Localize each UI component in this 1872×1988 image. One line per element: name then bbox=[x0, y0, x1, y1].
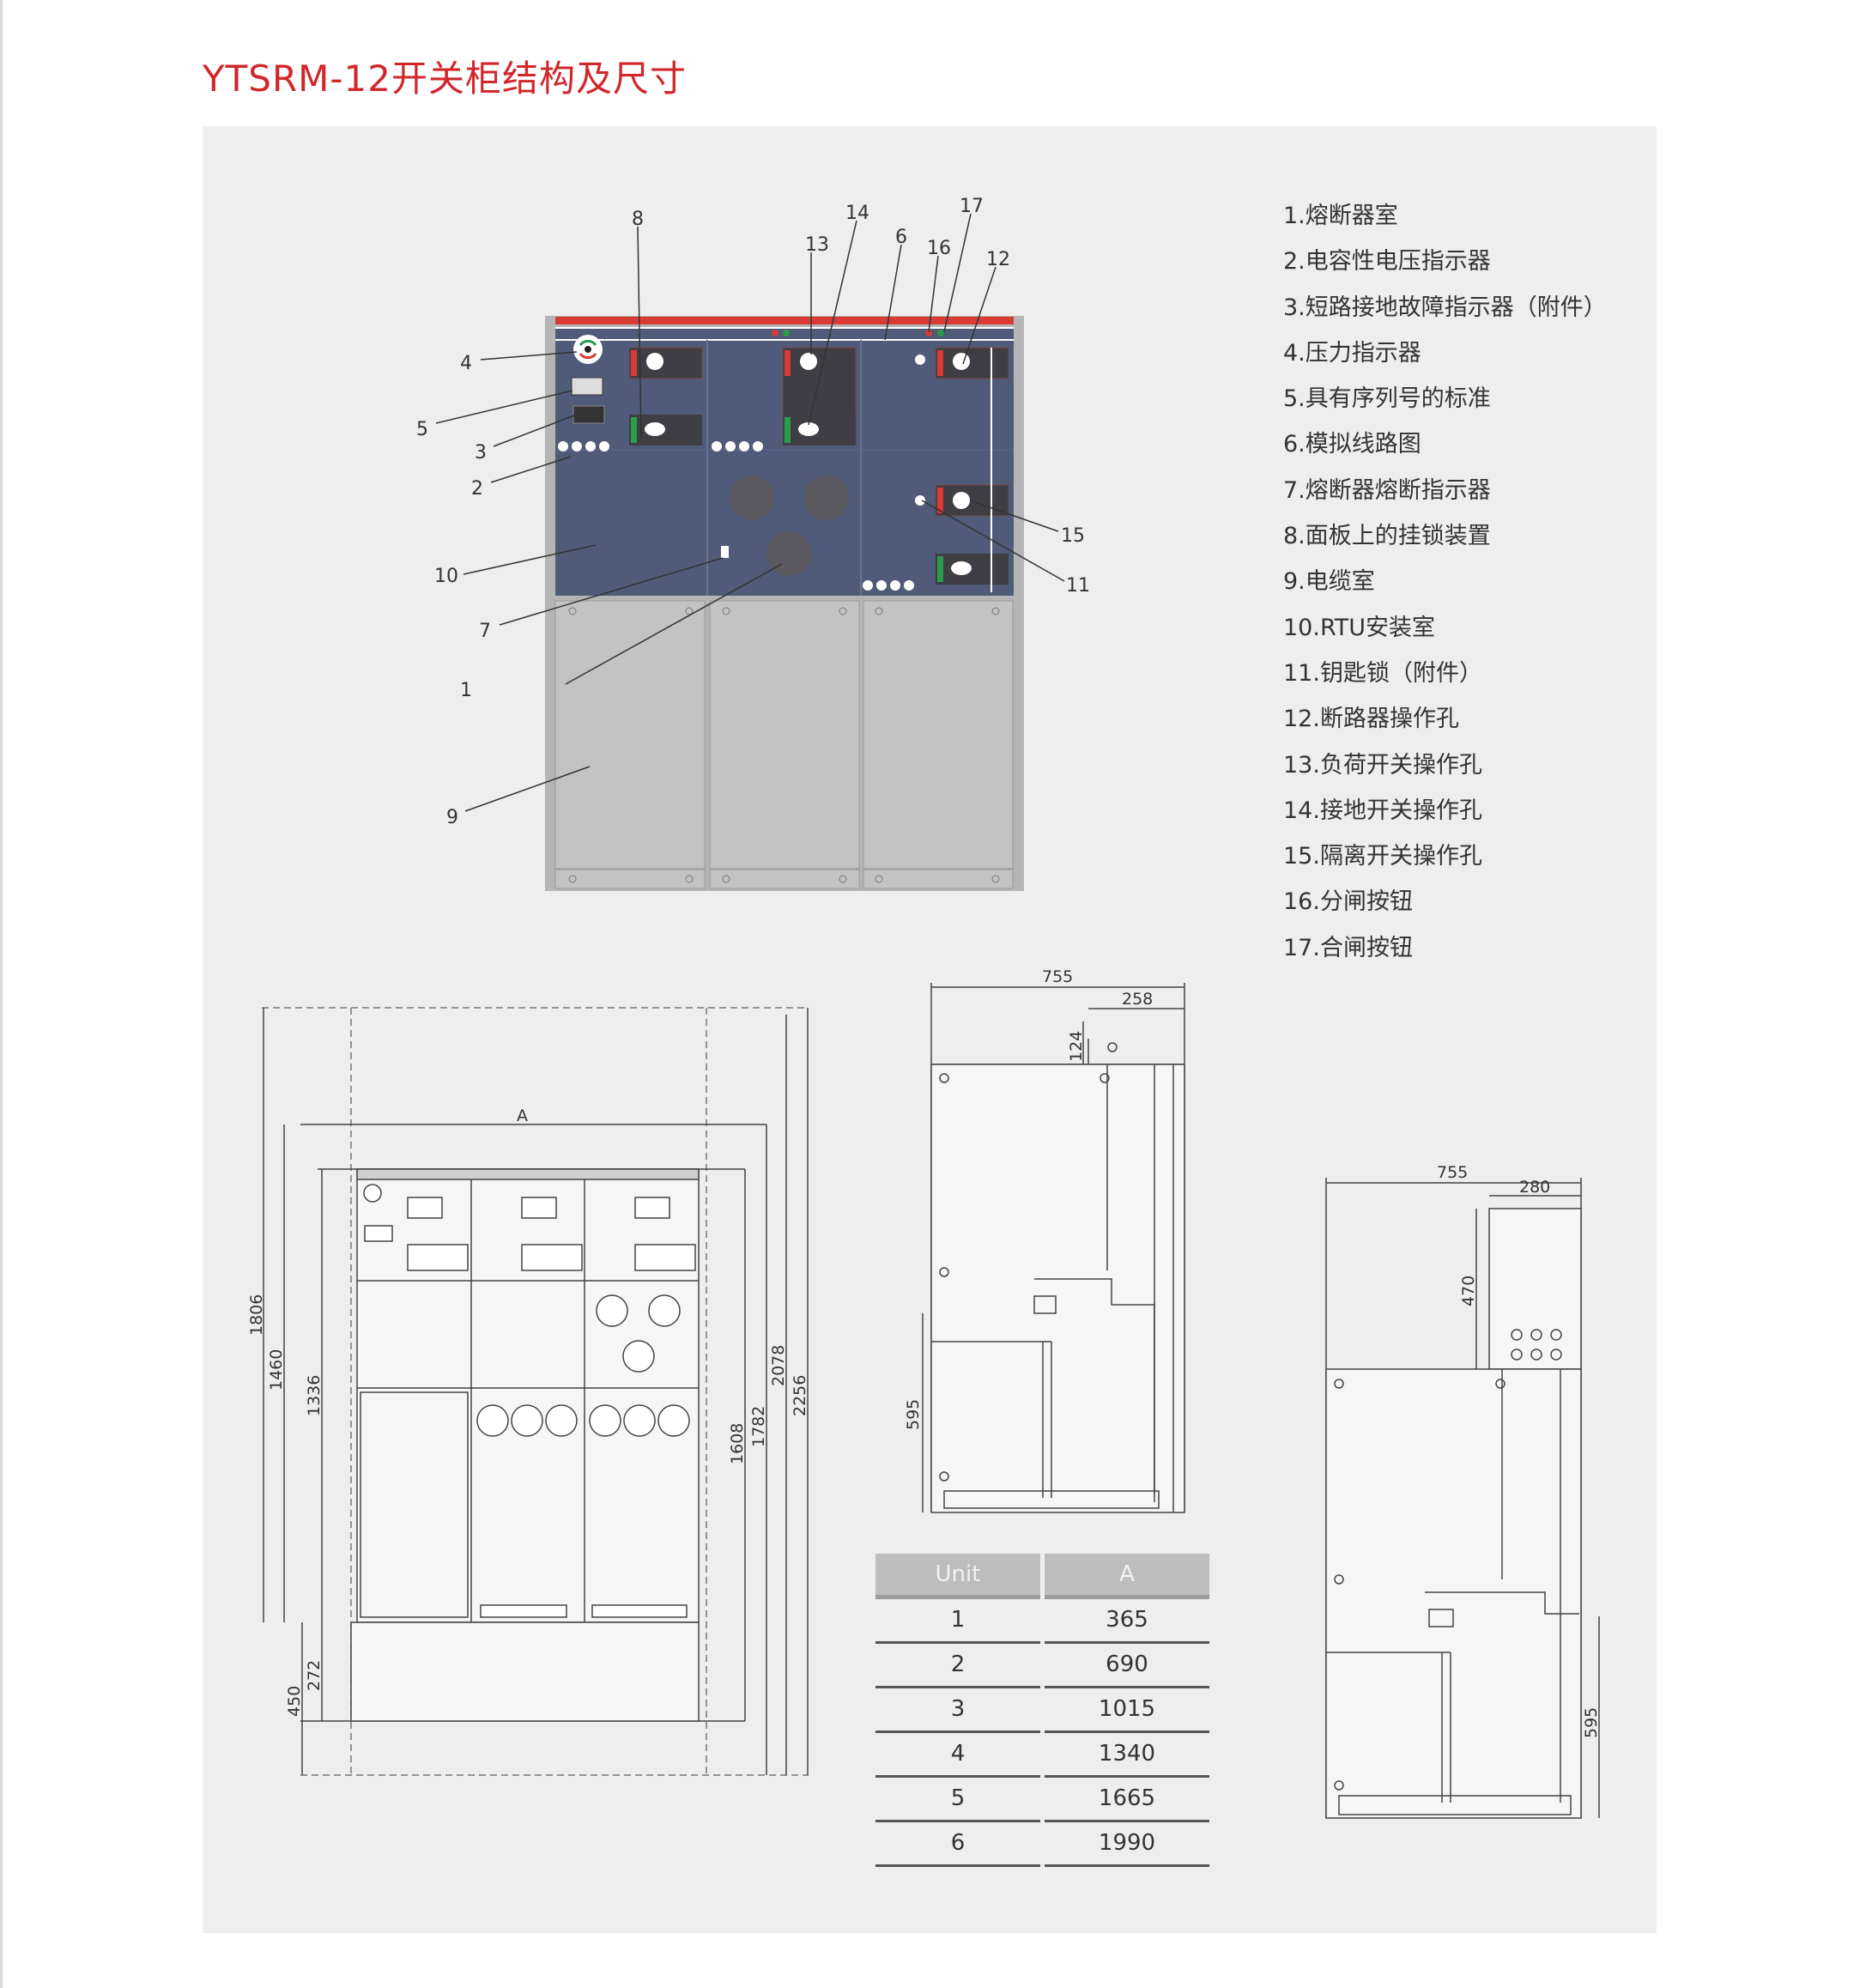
callout-numbers: 1 2 3 4 5 6 7 8 9 10 11 12 13 14 15 16 1… bbox=[416, 196, 1090, 828]
svg-text:2078: 2078 bbox=[769, 1345, 788, 1386]
fuse-chamber bbox=[730, 476, 849, 576]
cable-compartment-door bbox=[863, 600, 1014, 870]
page-title: YTSRM-12开关柜结构及尺寸 bbox=[203, 58, 687, 100]
callout-17: 17 bbox=[960, 196, 984, 217]
front-elevation-dimensions: A 1806 1460 1336 450 272 2256 2078 1782 … bbox=[247, 1106, 809, 1717]
svg-text:124: 124 bbox=[1067, 1031, 1086, 1062]
callout-leaders bbox=[435, 213, 1065, 812]
callout-5: 5 bbox=[416, 419, 428, 440]
legend-item: 1.熔断器室 bbox=[1283, 203, 1398, 229]
legend-item: 8.面板上的挂锁装置 bbox=[1283, 523, 1491, 550]
cell-unit: 4 bbox=[875, 1733, 1040, 1778]
cell-unit: 1 bbox=[875, 1599, 1040, 1644]
svg-text:272: 272 bbox=[305, 1660, 324, 1691]
cabinet-front-view bbox=[545, 316, 1024, 891]
cell-a: 690 bbox=[1045, 1644, 1209, 1688]
svg-text:1608: 1608 bbox=[728, 1423, 747, 1464]
svg-text:1460: 1460 bbox=[267, 1349, 286, 1391]
cell-a: 1990 bbox=[1045, 1822, 1209, 1867]
callout-12: 12 bbox=[986, 249, 1010, 270]
svg-text:450: 450 bbox=[285, 1686, 304, 1717]
callout-16: 16 bbox=[927, 238, 951, 259]
callout-14: 14 bbox=[845, 203, 869, 224]
svg-text:1782: 1782 bbox=[749, 1406, 768, 1447]
svg-text:2256: 2256 bbox=[791, 1375, 809, 1416]
svg-text:470: 470 bbox=[1459, 1276, 1478, 1306]
legend-item: 16.分闸按钮 bbox=[1283, 888, 1413, 916]
callout-7: 7 bbox=[479, 621, 491, 642]
legend-item: 5.具有序列号的标准 bbox=[1283, 385, 1491, 413]
legend-item: 17.合闸按钮 bbox=[1283, 934, 1413, 961]
header-a: A bbox=[1045, 1554, 1209, 1599]
svg-text:258: 258 bbox=[1122, 990, 1153, 1009]
callout-10: 10 bbox=[434, 566, 458, 587]
cell-a: 1340 bbox=[1045, 1733, 1209, 1778]
header-unit: Unit bbox=[875, 1554, 1040, 1599]
legend-item: 6.模拟线路图 bbox=[1283, 431, 1421, 458]
cell-unit: 2 bbox=[875, 1644, 1040, 1688]
legend-item: 9.电缆室 bbox=[1283, 568, 1375, 596]
legend-item: 11.钥匙锁（附件） bbox=[1283, 659, 1482, 687]
side-view-2-dimensions: 755 280 470 595 bbox=[1437, 1163, 1601, 1738]
cell-unit: 3 bbox=[875, 1688, 1040, 1733]
legend-item: 14.接地开关操作孔 bbox=[1283, 797, 1482, 824]
cable-compartment-door bbox=[709, 600, 860, 870]
callout-1: 1 bbox=[460, 680, 472, 701]
front-elevation-drawing bbox=[262, 1007, 809, 1776]
cell-a: 1015 bbox=[1045, 1688, 1209, 1733]
callout-8: 8 bbox=[632, 209, 644, 230]
svg-text:595: 595 bbox=[904, 1399, 923, 1430]
callout-4: 4 bbox=[460, 353, 472, 374]
legend-item: 2.电容性电压指示器 bbox=[1283, 248, 1491, 276]
svg-text:A: A bbox=[517, 1106, 528, 1125]
callout-3: 3 bbox=[475, 442, 487, 464]
svg-text:280: 280 bbox=[1519, 1178, 1550, 1197]
legend-item: 3.短路接地故障指示器（附件） bbox=[1283, 294, 1607, 321]
legend-item: 7.熔断器熔断指示器 bbox=[1283, 476, 1491, 504]
legend-item: 4.压力指示器 bbox=[1283, 339, 1421, 367]
cell-a: 365 bbox=[1045, 1599, 1209, 1644]
legend-item: 10.RTU安装室 bbox=[1283, 614, 1435, 641]
callout-9: 9 bbox=[446, 807, 458, 828]
callout-6: 6 bbox=[895, 227, 907, 248]
cell-unit: 6 bbox=[875, 1822, 1040, 1867]
table-header: Unit A bbox=[875, 1554, 1209, 1599]
legend-item: 13.负荷开关操作孔 bbox=[1283, 751, 1482, 779]
svg-text:1336: 1336 bbox=[305, 1375, 324, 1416]
callout-11: 11 bbox=[1066, 575, 1090, 597]
svg-text:1806: 1806 bbox=[247, 1294, 266, 1336]
callout-13: 13 bbox=[805, 234, 829, 256]
legend-item: 15.隔离开关操作孔 bbox=[1283, 843, 1482, 870]
red-top-stripe bbox=[555, 317, 1014, 324]
page-border bbox=[0, 0, 3, 1988]
svg-text:595: 595 bbox=[1582, 1707, 1601, 1738]
svg-text:755: 755 bbox=[1042, 967, 1073, 986]
callout-2: 2 bbox=[471, 478, 483, 500]
cable-compartment-door bbox=[554, 600, 706, 870]
svg-text:755: 755 bbox=[1437, 1163, 1468, 1182]
side-view-1-dimensions: 755 258 124 595 bbox=[904, 967, 1153, 1430]
callout-15: 15 bbox=[1061, 525, 1085, 547]
cell-unit: 5 bbox=[875, 1778, 1040, 1822]
side-view-2-drawing bbox=[1325, 1178, 1600, 1819]
component-legend: 1.熔断器室 2.电容性电压指示器 3.短路接地故障指示器（附件） 4.压力指示… bbox=[1283, 199, 1607, 977]
legend-item: 12.断路器操作孔 bbox=[1283, 706, 1459, 733]
side-view-1-drawing bbox=[922, 983, 1185, 1513]
cell-a: 1665 bbox=[1045, 1778, 1209, 1822]
